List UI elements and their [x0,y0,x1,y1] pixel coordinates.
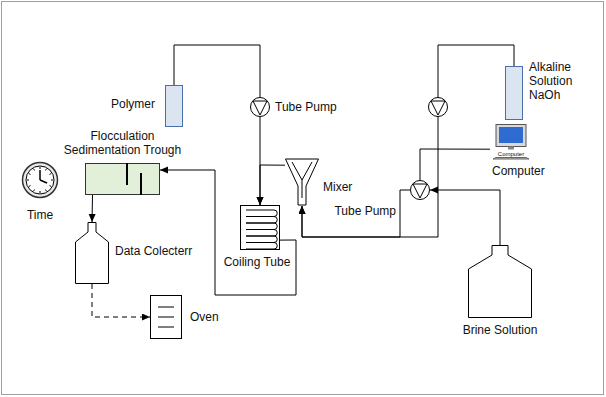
polymer-tank-outline [165,85,183,127]
pump-shape [251,98,270,117]
tube-pump: Tube Pump [410,180,430,200]
polymer-tank: Polymer [165,85,183,127]
flow-line [260,165,285,205]
clock-shape [23,163,58,198]
node-label: Tube Pump [275,100,345,114]
pump-shape [411,181,430,200]
trough-shape [86,163,160,195]
node-label: Alkaline Solution NaOh [529,60,601,102]
data-collector: Data Colecterr [75,222,109,284]
mixer-shape [286,159,319,205]
node-label: Time [16,208,64,222]
bottle-shape [76,223,109,284]
flow-line [160,170,296,295]
pump-symbol [429,98,448,117]
coiling-tube-outline [240,205,280,250]
tube-pump: Tube Pump [250,97,270,117]
clock: Time [22,162,58,198]
node-label: Oven [190,310,240,324]
sedimentation-trough: Flocculation Sedimentation Trough [85,163,160,195]
coil-shape [241,206,280,250]
node-label: Tube Pump [328,204,396,218]
tank-shape [506,67,523,120]
alkaline-tank: Alkaline Solution NaOh [505,66,523,120]
oven-outline [150,295,182,339]
brine-bottle-outline [468,245,532,318]
node-label: Brine Solution [454,323,546,337]
flow-line [92,284,150,317]
tube-pump-outline [410,180,430,200]
mixer: Mixer [285,158,319,206]
flow-line [302,190,410,237]
node-label: Computer [492,164,562,178]
node-label: Computer [494,151,528,158]
flow-line [430,190,500,245]
data-collector-outline [75,222,109,284]
flow-line [302,45,514,237]
node-label: Data Colecterr [115,244,210,258]
node-label: Polymer [70,97,155,111]
mixer-outline [285,158,319,206]
alkaline-tank-outline [505,66,523,120]
computer-icon: ComputerComputer [490,124,532,160]
computer-shape [493,125,529,160]
oven-shape [151,296,182,339]
sedimentation-trough-outline [85,163,160,195]
node-label: Flocculation Sedimentation Trough [60,129,185,157]
brine-bottle: Brine Solution [468,245,532,318]
flow-line [92,195,94,222]
flow-line [174,45,260,97]
clock-outline [22,162,58,198]
tank-shape [166,86,183,127]
oven: Oven [150,295,182,339]
node-label: Mixer [323,180,368,194]
tube-pump-outline [250,97,270,117]
node-label: Coiling Tube [222,255,292,269]
jug-shape [469,246,532,318]
flow-line [420,149,490,180]
coiling-tube: Coiling Tube [240,205,280,250]
